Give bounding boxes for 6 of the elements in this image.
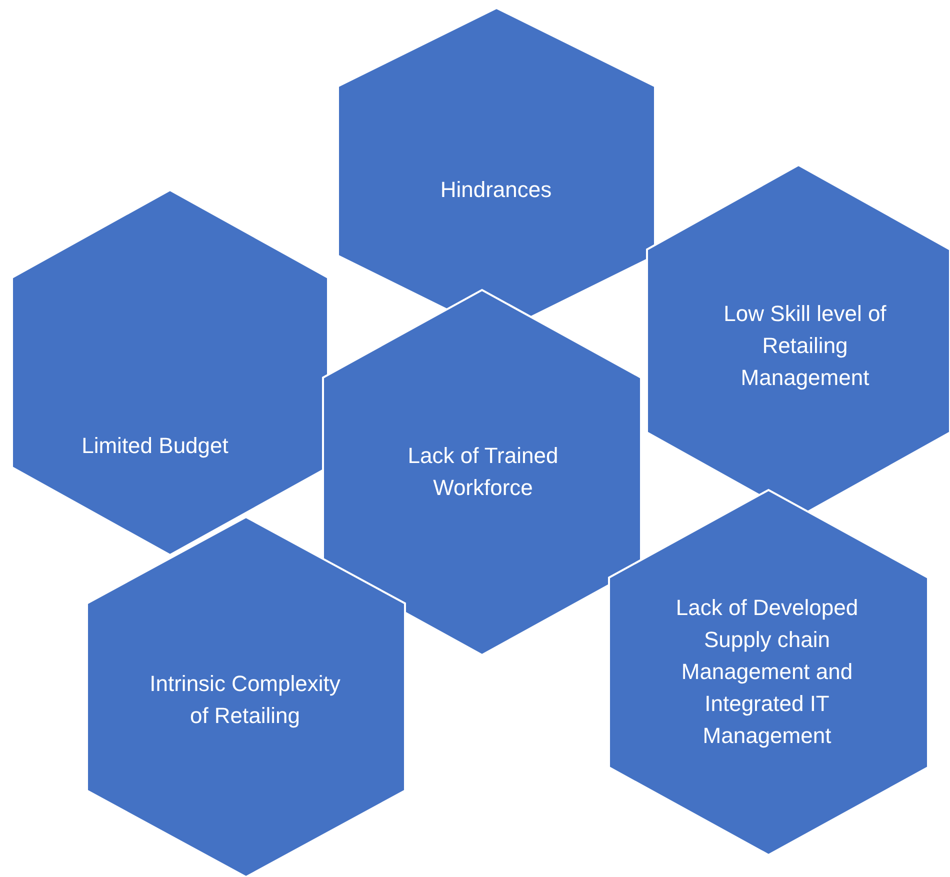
- hexagon-label: Lack of Trained Workforce: [406, 442, 560, 502]
- hexagon-label: Limited Budget: [80, 432, 230, 460]
- hexagon-label: Lack of Developed Supply chain Management and Integrated IT Management: [674, 594, 860, 750]
- hexagon-label: Intrinsic Complexity of Retailing: [148, 670, 342, 730]
- hexagon-label: Hindrances: [439, 176, 553, 204]
- hexagon-label: Low Skill level of Retailing Management: [722, 300, 888, 392]
